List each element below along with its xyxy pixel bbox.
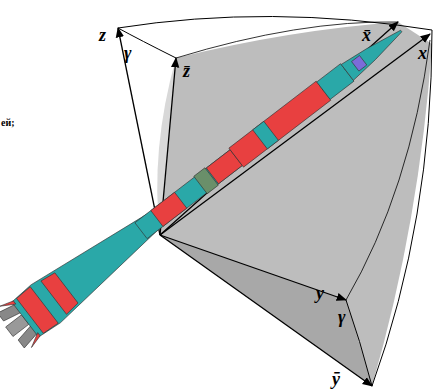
axis-label: x̄ xyxy=(362,26,371,44)
axis-label: z xyxy=(99,26,106,44)
axis-label: z̄ xyxy=(183,62,190,80)
axis-label: x xyxy=(418,44,427,62)
axis-label: y xyxy=(316,284,324,302)
angle-label: γ xyxy=(338,308,346,326)
cut-text: ей; xyxy=(1,118,15,128)
angle-label: γ xyxy=(124,44,132,62)
axis-label: ȳ xyxy=(332,370,340,388)
